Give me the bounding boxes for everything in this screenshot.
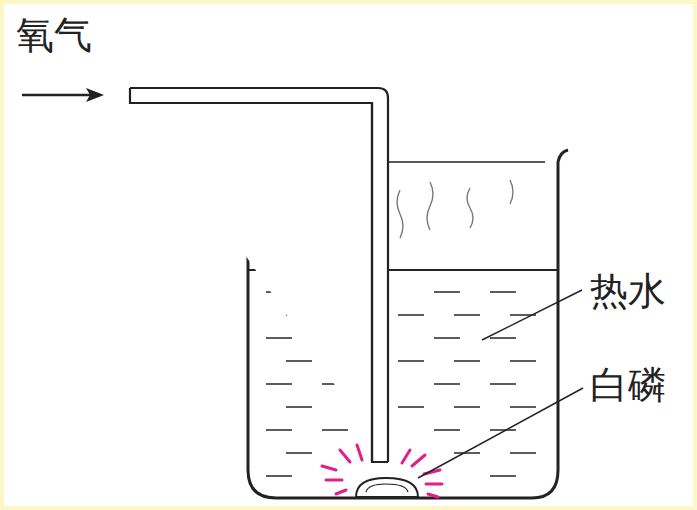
- leader-line: [482, 290, 582, 340]
- gas-tube: [130, 88, 388, 462]
- part-label: 氧气: [16, 16, 92, 54]
- gas-tube: [130, 88, 388, 462]
- white-phosphorus: [356, 478, 418, 497]
- part-label: 热水: [590, 272, 666, 310]
- flow-arrow: [22, 88, 104, 102]
- part-label: 白磷: [590, 366, 666, 404]
- flame-sparks: [322, 445, 442, 497]
- leader-line: [418, 388, 583, 478]
